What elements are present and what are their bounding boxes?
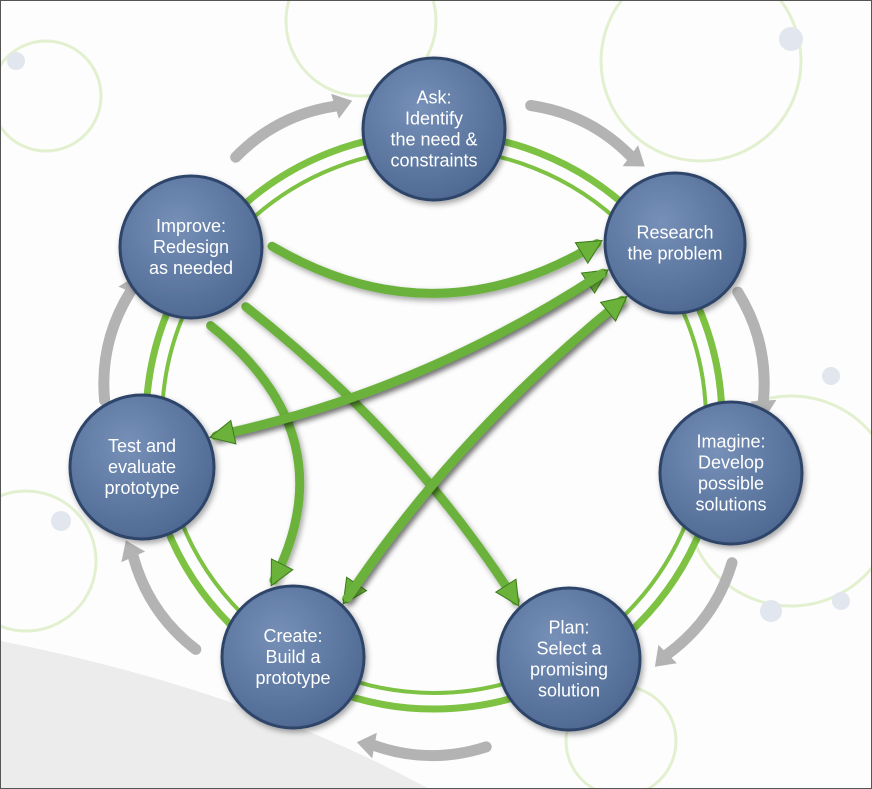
step-label-plan-line-2: Select a <box>536 639 602 659</box>
step-label-imagine-line-4: solutions <box>695 495 766 515</box>
step-label-create-line-1: Create: <box>263 626 322 646</box>
cross-arrow-test-to-research <box>213 268 608 440</box>
cross-arrow-improve-to-create <box>206 321 305 585</box>
step-label-imagine-line-1: Imagine: <box>696 432 765 452</box>
background-dot <box>51 511 71 531</box>
background-circle <box>599 1 803 163</box>
background-circle <box>1 39 103 153</box>
step-label-research-line-1: Research <box>636 223 713 243</box>
step-label-create-line-3: prototype <box>255 668 330 688</box>
background-circle <box>1 489 98 633</box>
background-dot <box>779 27 803 51</box>
cross-arrow-research-to-test <box>211 269 606 441</box>
cycle-arrows <box>98 93 777 762</box>
cycle-arrow-head <box>331 93 353 119</box>
step-label-research-line-2: the problem <box>627 244 722 264</box>
cycle-arrow-create-to-test <box>127 551 202 655</box>
cycle-arrow-improve-to-ask <box>230 100 341 163</box>
cycle-arrow-head <box>654 644 677 667</box>
step-circle-ask <box>361 56 507 202</box>
step-label-imagine-line-2: Develop <box>698 453 764 473</box>
cycle-arrow-research-to-imagine <box>732 286 770 407</box>
background-dot <box>822 367 840 385</box>
step-label-plan-line-3: promising <box>530 660 608 680</box>
cross-arrow-head <box>599 295 628 322</box>
cross-arrow-improve-to-research <box>267 239 602 298</box>
step-circle-imagine <box>658 400 804 546</box>
step-label-test-line-2: evaluate <box>108 457 176 477</box>
cycle-arrow-head <box>622 145 645 167</box>
cross-arrow-improve-to-plan <box>241 302 521 606</box>
step-label-plan-line-4: solution <box>538 681 600 701</box>
step-label-improve-line-2: Redesign <box>153 237 229 257</box>
cross-arrow-create-to-research <box>343 295 627 602</box>
cycle-arrow-ask-to-research <box>525 100 636 162</box>
step-label-improve-line-1: Improve: <box>156 216 226 236</box>
cycle-arrow-head <box>121 540 146 563</box>
cross-arrow-head <box>574 239 604 265</box>
cross-arrow-head <box>270 558 294 587</box>
cycle-arrow-head <box>356 732 377 759</box>
step-circle-test <box>68 393 216 541</box>
cross-arrow-head <box>208 419 237 445</box>
step-label-ask-line-3: the need & <box>390 130 477 150</box>
background-dot <box>7 52 25 70</box>
cycle-arrow-test-to-improve <box>98 286 136 406</box>
background-swoosh <box>1 641 428 788</box>
cycle-arrow-plan-to-create <box>369 740 492 762</box>
step-label-ask-line-1: Ask: <box>416 88 451 108</box>
step-circle-research <box>603 171 747 315</box>
step-circle-plan <box>496 586 642 732</box>
background-circle <box>284 1 438 98</box>
step-label-test-line-1: Test and <box>108 436 176 456</box>
cycle-arrow-imagine-to-plan <box>662 557 738 660</box>
step-label-test-line-3: prototype <box>104 478 179 498</box>
cross-arrow-head <box>494 578 520 607</box>
step-label-ask-line-2: Identify <box>405 109 463 129</box>
background-dot <box>760 600 782 622</box>
cross-arrows <box>206 239 628 607</box>
step-circle-improve <box>118 174 264 320</box>
step-label-create-line-2: Build a <box>265 647 321 667</box>
step-label-ask-line-4: constraints <box>390 151 477 171</box>
background-dot <box>832 592 850 610</box>
step-circle-create <box>220 584 366 730</box>
step-label-imagine-line-3: possible <box>698 474 764 494</box>
step-label-improve-line-3: as needed <box>149 258 233 278</box>
step-label-plan-line-1: Plan: <box>548 618 589 638</box>
